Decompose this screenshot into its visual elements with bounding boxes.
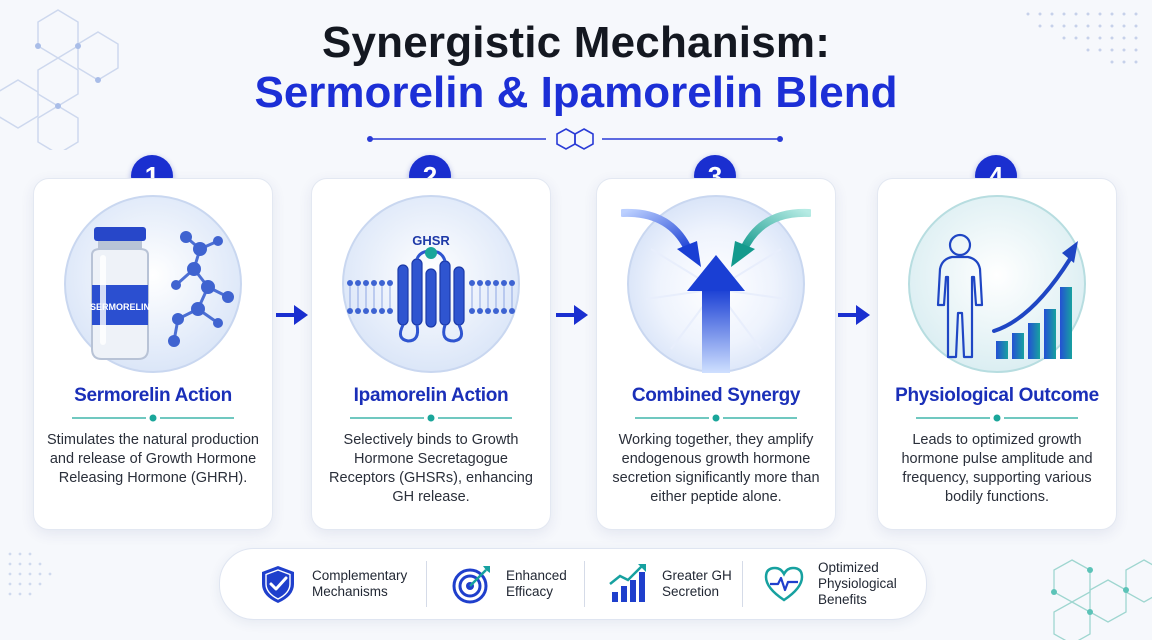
step-1-description: Stimulates the natural production and re… xyxy=(47,432,259,486)
step-1-title: Sermorelin Action xyxy=(74,385,232,406)
step-3-card: Combined Synergy Working together, they … xyxy=(596,178,836,530)
benefit-label: Complementary Mechanisms xyxy=(312,568,408,599)
benefit-divider xyxy=(426,561,427,607)
benefit-gh-secretion: Greater GH Secretion xyxy=(606,549,742,619)
benefit-physiological: Optimized Physiological Benefits xyxy=(762,549,908,619)
target-icon xyxy=(452,566,490,604)
bar-growth-icon xyxy=(609,564,646,602)
step-2-title: Ipamorelin Action xyxy=(353,385,509,406)
dot-grid-decoration xyxy=(1026,12,1138,64)
card-separator xyxy=(635,414,797,422)
page-title: Synergistic Mechanism: xyxy=(321,18,831,67)
step-4-title: Physiological Outcome xyxy=(895,385,1099,406)
flow-arrow-icon xyxy=(838,305,870,325)
benefit-complementary: Complementary Mechanisms xyxy=(256,549,422,619)
card-separator xyxy=(350,414,512,422)
step-3-title: Combined Synergy xyxy=(631,385,801,406)
hexagon-network-decoration xyxy=(1051,559,1152,640)
step-4-description: Leads to optimized growth hormone pulse … xyxy=(901,432,1093,505)
step-4-card: Physiological Outcome Leads to optimized… xyxy=(877,178,1117,530)
flow-arrow-icon xyxy=(276,305,308,325)
receptor-membrane-icon: GHSR xyxy=(342,195,520,373)
page-subtitle: Sermorelin & Ipamorelin Blend xyxy=(254,68,898,117)
benefits-bar: Complementary Mechanisms Enhanced Effica… xyxy=(219,548,927,620)
vial-label: SERMORELIN xyxy=(90,302,150,312)
dot-grid-decoration xyxy=(8,552,52,596)
step-1-card: SERMORELIN Sermorelin Action Stimulates … xyxy=(33,178,273,530)
shield-check-icon xyxy=(262,566,294,603)
benefit-label: Enhanced Efficacy xyxy=(506,568,567,599)
benefit-divider xyxy=(584,561,585,607)
benefit-divider xyxy=(742,561,743,607)
benefit-efficacy: Enhanced Efficacy xyxy=(450,549,586,619)
card-separator xyxy=(916,414,1078,422)
card-separator xyxy=(72,414,234,422)
benefit-label: Greater GH Secretion xyxy=(662,568,732,599)
converging-arrows-icon xyxy=(621,195,811,373)
heart-pulse-icon xyxy=(764,566,804,602)
flow-arrow-icon xyxy=(556,305,588,325)
vial-molecule-icon: SERMORELIN xyxy=(64,195,242,373)
step-2-card: GHSR Ipamorelin Action Selectively xyxy=(311,178,551,530)
hexagon-pattern-decoration xyxy=(0,9,119,150)
step-3-description: Working together, they amplify endogenou… xyxy=(612,432,820,505)
step-2-description: Selectively binds to Growth Hormone Secr… xyxy=(329,432,533,505)
benefit-label: Optimized Physiological Benefits xyxy=(818,560,897,607)
title-divider-hexagon-icon xyxy=(367,128,783,150)
human-growth-chart-icon xyxy=(908,195,1086,373)
receptor-label: GHSR xyxy=(412,233,450,248)
